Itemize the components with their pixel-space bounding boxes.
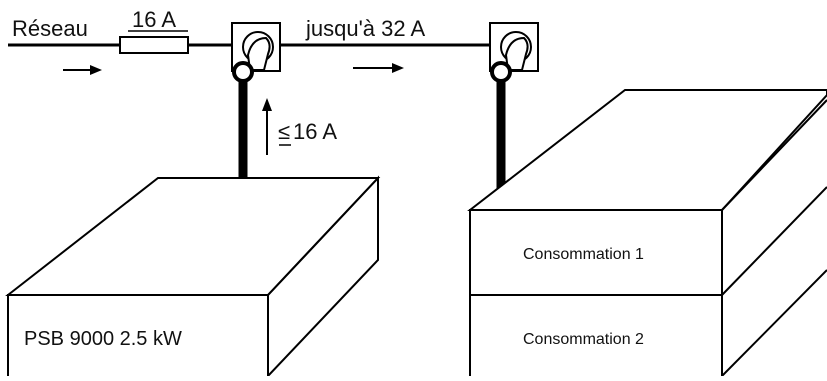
- limit-label: jusqu'à 32 A: [305, 16, 426, 41]
- feed-prefix: ≤: [278, 119, 290, 144]
- grid-label: Réseau: [12, 16, 88, 41]
- feed-arrow-icon: [262, 98, 272, 155]
- load-stack: [467, 89, 827, 381]
- fuse-rating-label: 16 A: [132, 7, 176, 32]
- feed-value: 16 A: [293, 119, 337, 144]
- device-box: [5, 175, 381, 381]
- load-2-label: Consommation 2: [523, 331, 644, 348]
- socket-2-icon: [489, 22, 539, 83]
- device-label: PSB 9000 2.5 kW: [24, 328, 182, 350]
- flow-arrow-icon: [353, 63, 404, 73]
- load-1-label: Consommation 1: [523, 246, 644, 263]
- socket-1-icon: [231, 22, 281, 83]
- flow-arrow-icon: [63, 65, 102, 75]
- fuse-icon: [119, 36, 189, 54]
